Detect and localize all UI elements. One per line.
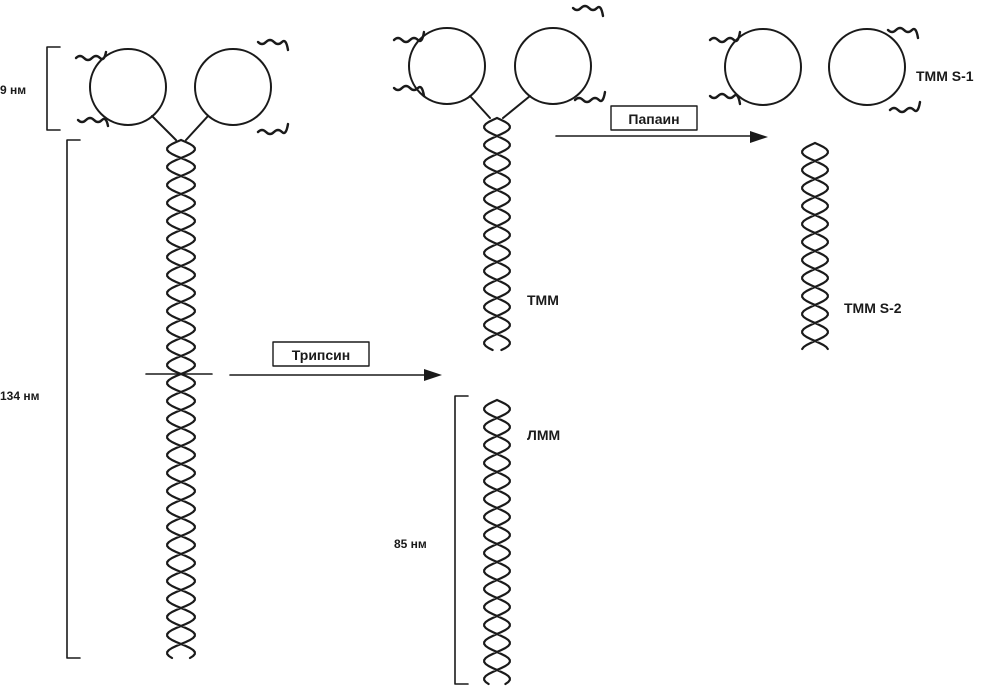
- light-chain: [392, 30, 426, 44]
- coiled-coil-tail: [166, 138, 196, 660]
- enzyme-box: [272, 341, 370, 367]
- dimension-label: 9 нм: [0, 83, 26, 97]
- light-chain: [256, 38, 290, 52]
- myosin-head-right: [514, 27, 592, 105]
- s1-head-right: [828, 28, 906, 106]
- hmm-fragment: ТММ: [392, 4, 607, 352]
- s1-fragments: ТММ S-1: [708, 26, 974, 114]
- light-chain: [392, 84, 426, 98]
- bracket: [46, 46, 61, 131]
- coiled-coil-s2: [483, 116, 511, 352]
- lmm-fragment: ЛММ 85 нм: [394, 395, 560, 686]
- neck: [185, 115, 209, 141]
- neck: [502, 95, 531, 119]
- fragment-label: ТММ: [527, 292, 559, 308]
- enzyme-label: Трипсин: [292, 347, 350, 363]
- fragment-label: ТММ S-1: [916, 68, 974, 84]
- dimension-134nm: 134 нм: [0, 139, 81, 659]
- bracket: [454, 395, 469, 685]
- arrow-head: [750, 131, 768, 143]
- coiled-coil-lmm: [483, 398, 511, 686]
- fragment-label: ЛММ: [527, 427, 560, 443]
- s2-fragment: ТММ S-2: [801, 141, 902, 351]
- light-chain: [76, 116, 110, 128]
- s1-head-left: [724, 28, 802, 106]
- dimension-label: 134 нм: [0, 389, 40, 403]
- dimension-9nm: 9 нм: [0, 46, 61, 131]
- light-chain: [708, 92, 742, 106]
- myosin-head-left: [89, 48, 167, 126]
- light-chain: [256, 122, 290, 136]
- trypsin-reaction: Трипсин: [229, 341, 442, 381]
- light-chain: [74, 50, 108, 62]
- fragment-label: ТММ S-2: [844, 300, 902, 316]
- papain-reaction: Папаин: [555, 105, 768, 143]
- light-chain: [573, 90, 607, 104]
- neck: [469, 95, 491, 119]
- myosin-head-left: [408, 27, 486, 105]
- myosin-molecule: [74, 38, 290, 660]
- light-chain: [571, 4, 605, 18]
- myosin-head-right: [194, 48, 272, 126]
- bracket: [66, 139, 81, 659]
- light-chain: [888, 100, 922, 114]
- light-chain: [708, 30, 742, 44]
- enzyme-box: [610, 105, 698, 131]
- neck: [151, 115, 177, 141]
- coiled-coil-s2: [801, 141, 829, 351]
- light-chain: [886, 26, 920, 40]
- enzyme-label: Папаин: [628, 111, 679, 127]
- arrow-head: [424, 369, 442, 381]
- dimension-label: 85 нм: [394, 537, 427, 551]
